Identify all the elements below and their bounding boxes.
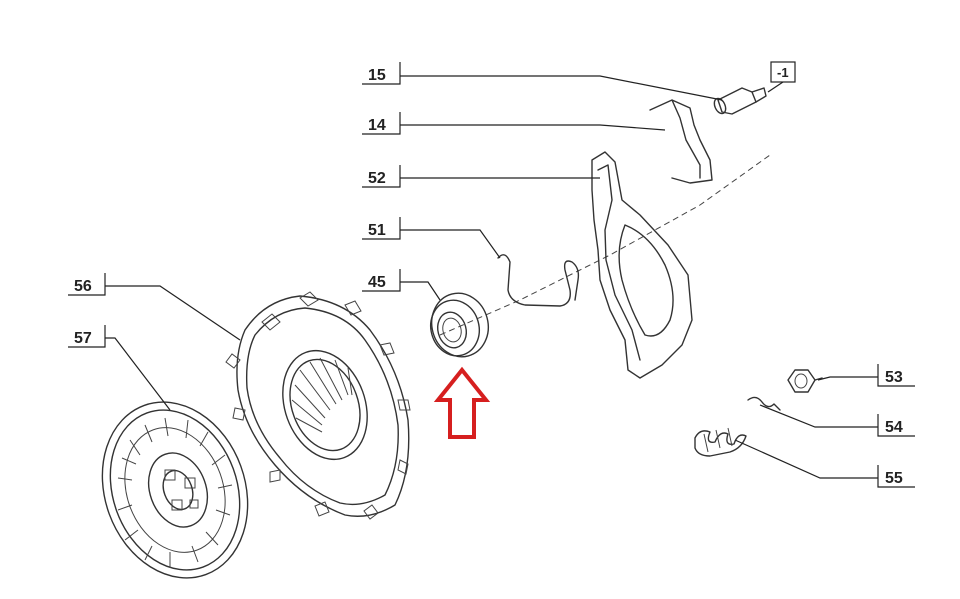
- bearing-spring-clip: [497, 254, 580, 307]
- callout-label-14: 14: [368, 117, 386, 134]
- callout-label-55: 55: [885, 470, 903, 487]
- pressure-plate: [225, 291, 411, 520]
- spring-clip: [747, 396, 781, 411]
- callout-label-57: 57: [74, 330, 92, 347]
- adjusting-nut: [787, 369, 823, 393]
- callout-label-52: 52: [368, 170, 386, 187]
- callout-56: 56: [68, 273, 106, 296]
- clutch-disc: [101, 401, 249, 579]
- release-fork: [591, 151, 693, 379]
- callout-label-15: 15: [368, 67, 386, 84]
- callout-53: 53: [877, 364, 915, 387]
- callout-label-51: 51: [368, 222, 386, 239]
- reference-box-label: -1: [777, 65, 789, 80]
- callout-52: 52: [362, 165, 401, 188]
- callout-45: 45: [362, 269, 401, 292]
- up-arrow-icon: [433, 366, 491, 439]
- pivot-pin: [713, 87, 767, 115]
- callout-55: 55: [877, 465, 915, 488]
- release-bearing: [430, 292, 489, 358]
- callout-57: 57: [68, 325, 106, 348]
- callout-54: 54: [877, 414, 915, 437]
- callout-label-53: 53: [885, 369, 903, 386]
- leader-lines: [105, 75, 878, 479]
- callout-51: 51: [362, 217, 401, 240]
- callout-label-45: 45: [368, 274, 386, 291]
- retaining-spring: [649, 99, 713, 184]
- reference-box: -1: [767, 61, 796, 93]
- callout-15: 15: [362, 62, 401, 85]
- return-spring: [694, 427, 747, 457]
- callout-label-56: 56: [74, 278, 92, 295]
- callout-label-54: 54: [885, 419, 903, 436]
- callout-14: 14: [362, 112, 401, 135]
